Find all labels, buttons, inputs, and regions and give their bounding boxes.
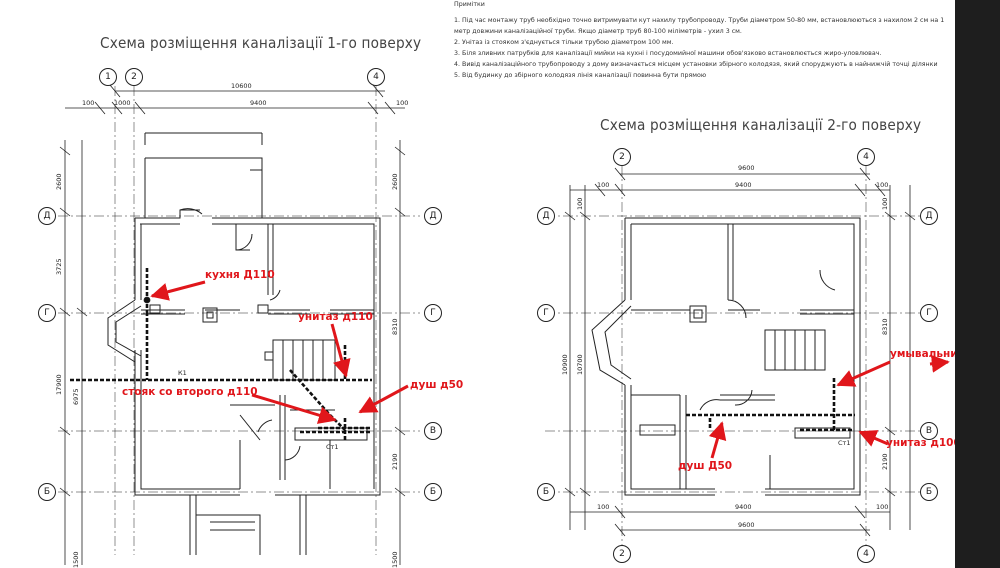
axis-bubble-4-f2-bottom: 4 <box>857 545 875 563</box>
second-floor-title: Схема розміщення каналізації 2-го поверх… <box>600 116 922 134</box>
dim-left-17900-f1: 17900 <box>55 374 63 395</box>
dim-bottom-9600-f2: 9600 <box>738 521 755 529</box>
dim-1000-f1: 1000 <box>114 99 131 107</box>
dim-overall-f1: 10600 <box>231 82 252 90</box>
label-toilet-d110: унитаз д110 <box>298 311 373 323</box>
dim-bottom-100a-f2: 100 <box>597 503 610 511</box>
axis-bubble-g-right-f2: Г <box>920 304 938 322</box>
dim-overall-top-f2: 9600 <box>738 164 755 172</box>
drawing-sheet: Схема розміщення каналізації 1-го поверх… <box>0 0 955 568</box>
riser-tag-f2: Ст1 <box>838 439 851 447</box>
axis-bubble-b-left: Б <box>38 483 56 501</box>
dim-bottom-9400-f2: 9400 <box>735 503 752 511</box>
note-line-1: 1. Під час монтажу труб необхідно точно … <box>454 17 945 24</box>
axis-bubble-4: 4 <box>367 68 385 86</box>
axis-bubble-b-right-f2: Б <box>920 483 938 501</box>
arrow-toilet-f1 <box>330 323 351 378</box>
dim-right-100-f2: 100 <box>881 197 889 210</box>
axis-bubble-g-left-f2: Г <box>537 304 555 322</box>
plans-linework <box>58 84 950 565</box>
dim-9400-f1: 9400 <box>250 99 267 107</box>
dim-right-8310-f1: 8310 <box>391 318 399 335</box>
notes-heading: Примітки <box>454 1 485 8</box>
label-shower-d50-f2: душ Д50 <box>678 460 733 472</box>
dim-bottom-100b-f2: 100 <box>876 503 889 511</box>
viewer-dark-margin <box>955 0 1000 568</box>
axis-bubble-2-f2-bottom: 2 <box>613 545 631 563</box>
note-line-3: 2. Унітаз із стояком з'єднується тільки … <box>454 39 674 46</box>
axis-bubble-v-right: В <box>424 422 442 440</box>
axis-bubble-d-right-f2: Д <box>920 207 938 225</box>
axis-bubble-g-left: Г <box>38 304 56 322</box>
arrow-kitchen <box>150 280 206 301</box>
dim-100a-f1: 100 <box>82 99 95 107</box>
axis-bubble-b-right: Б <box>424 483 442 501</box>
dim-left-10900-f2: 10900 <box>561 354 569 375</box>
arrow-shower-f2 <box>708 421 727 459</box>
dim-left-1500-f1: 1500 <box>72 551 80 568</box>
dim-100a-f2: 100 <box>597 181 610 189</box>
axis-bubble-v-right-f2: В <box>920 422 938 440</box>
arrow-riser <box>251 393 337 424</box>
axis-bubble-2: 2 <box>125 68 143 86</box>
label-sink-d50: умывальник Д50 <box>890 348 955 360</box>
dim-left-10700-f2: 10700 <box>576 354 584 375</box>
axis-bubble-b-left-f2: Б <box>537 483 555 501</box>
label-riser-d110: стояк со второго д110 <box>122 386 258 398</box>
note-line-4: 3. Біля зливних патрубків для каналізаці… <box>454 50 882 57</box>
dim-right-2600-f1: 2600 <box>391 173 399 190</box>
axis-bubble-d-right: Д <box>424 207 442 225</box>
dim-left-100-f2: 100 <box>576 197 584 210</box>
first-floor-title: Схема розміщення каналізації 1-го поверх… <box>100 34 422 52</box>
axis-bubble-d-left: Д <box>38 207 56 225</box>
axis-bubble-4-f2: 4 <box>857 148 875 166</box>
dim-left-2600-f1: 2600 <box>55 173 63 190</box>
dim-right-2190-f1: 2190 <box>391 453 399 470</box>
axis-bubble-g-right: Г <box>424 304 442 322</box>
note-line-6: 5. Від будинку до збірного колодязя ліні… <box>454 72 707 79</box>
arrow-toilet-f2 <box>858 430 889 447</box>
note-line-5: 4. Вивід каналізаційного трубопроводу з … <box>454 61 938 68</box>
dim-9400-f2: 9400 <box>735 181 752 189</box>
axis-bubble-d-left-f2: Д <box>537 207 555 225</box>
dim-right-1500-f1: 1500 <box>391 551 399 568</box>
dim-100b-f2: 100 <box>876 181 889 189</box>
arrow-sink-f2 <box>836 360 891 387</box>
axis-bubble-2-f2: 2 <box>613 148 631 166</box>
dim-left-3725-f1: 3725 <box>55 258 63 275</box>
dim-right-8310-f2: 8310 <box>881 318 889 335</box>
label-toilet-d100: унитаз д100 <box>886 437 955 449</box>
riser-tag-f1: Ст1 <box>326 443 339 451</box>
arrow-shower-f1 <box>358 384 409 414</box>
note-line-2: метр довжини каналізаційної труби. Якщо … <box>454 28 742 35</box>
label-shower-d50-f1: душ д50 <box>410 379 464 391</box>
pipe-label-k1: К1 <box>178 369 187 377</box>
label-kitchen-d110: кухня Д110 <box>205 269 275 281</box>
dim-right-2190-f2: 2190 <box>881 453 889 470</box>
dim-100b-f1: 100 <box>396 99 409 107</box>
axis-bubble-1: 1 <box>99 68 117 86</box>
dim-left-6975-f1: 6975 <box>72 388 80 405</box>
